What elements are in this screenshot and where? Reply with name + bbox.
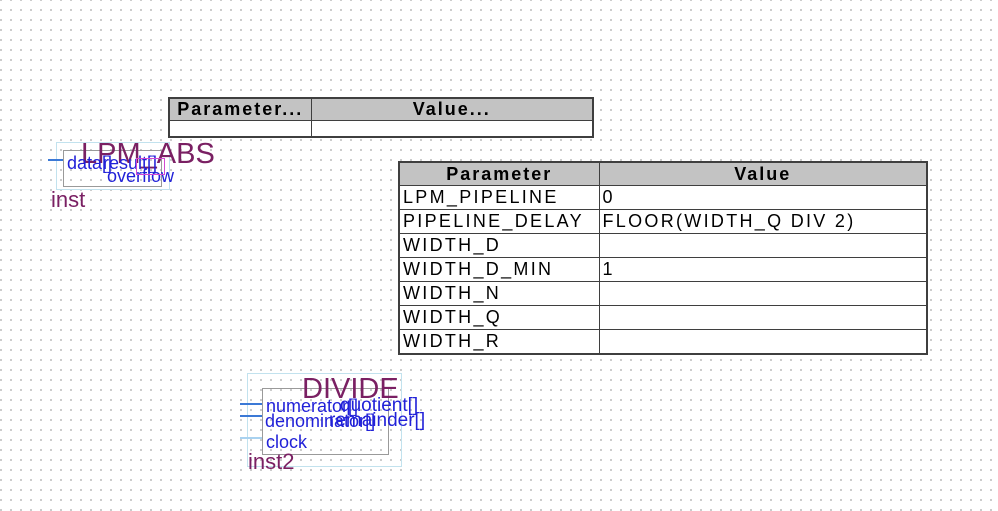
parameter-table-large[interactable]: Parameter Value LPM_PIPELINE 0 PIPELINE_…: [398, 161, 928, 355]
large-table-value-header: Value: [598, 161, 928, 186]
param-name-cell[interactable]: PIPELINE_DELAY: [398, 209, 600, 234]
param-value-cell[interactable]: [598, 233, 928, 258]
table-row[interactable]: PIPELINE_DELAY FLOOR(WIDTH_Q DIV 2): [398, 209, 928, 234]
param-name-cell[interactable]: WIDTH_N: [398, 281, 600, 306]
divide-instance-label[interactable]: inst2: [248, 449, 295, 474]
param-name-cell[interactable]: WIDTH_D_MIN: [398, 257, 600, 282]
lpm-abs-pin-data[interactable]: [48, 159, 63, 161]
lpm-abs-title: LPM_ABS: [81, 138, 215, 170]
lpm-abs-instance-label[interactable]: inst: [51, 187, 86, 212]
table-header-row: Parameter... Value...: [168, 97, 594, 121]
divide-port-quotient-label: quotient[]: [340, 395, 419, 416]
param-value-cell[interactable]: 0: [598, 185, 928, 210]
divide-title: DIVIDE: [302, 373, 399, 405]
table-row[interactable]: WIDTH_Q: [398, 305, 928, 330]
param-value-cell[interactable]: 1: [598, 257, 928, 282]
small-table-value-cell[interactable]: [310, 120, 594, 138]
table-row[interactable]: LPM_PIPELINE 0: [398, 185, 928, 210]
lpm-abs-port-data-label: data[]: [67, 153, 113, 173]
divide-port-clock-label: clock: [266, 432, 308, 452]
table-row[interactable]: [168, 120, 594, 138]
param-name-cell[interactable]: WIDTH_Q: [398, 305, 600, 330]
lpm-abs-bounding-box[interactable]: [56, 142, 170, 190]
divide-port-remainder-label: remainder[]: [329, 410, 426, 431]
divide-bounding-box[interactable]: [247, 373, 402, 467]
divide-port-numerator-label: numerator[]: [266, 396, 359, 416]
table-row[interactable]: WIDTH_D: [398, 233, 928, 258]
large-table-parameter-header: Parameter: [398, 161, 600, 186]
small-table-param-cell[interactable]: [168, 120, 312, 138]
divide-port-denominator-label: denominator[]: [265, 411, 376, 431]
small-table-value-header: Value...: [310, 97, 594, 121]
table-header-row: Parameter Value: [398, 161, 928, 186]
table-row[interactable]: WIDTH_N: [398, 281, 928, 306]
param-name-cell[interactable]: WIDTH_D: [398, 233, 600, 258]
param-value-cell[interactable]: [598, 329, 928, 355]
lpm-abs-body[interactable]: [63, 150, 162, 187]
lpm-abs-port-overflow-label: overflow: [107, 166, 175, 186]
param-value-cell[interactable]: [598, 305, 928, 330]
param-value-cell[interactable]: FLOOR(WIDTH_Q DIV 2): [598, 209, 928, 234]
table-row[interactable]: WIDTH_R: [398, 329, 928, 355]
param-name-cell[interactable]: WIDTH_R: [398, 329, 600, 355]
divide-body[interactable]: [262, 388, 389, 455]
selection-highlight: [136, 158, 165, 175]
divide-pin-denominator[interactable]: [240, 415, 263, 417]
divide-pin-numerator[interactable]: [240, 403, 263, 405]
small-table-parameter-header: Parameter...: [168, 97, 312, 121]
param-value-cell[interactable]: [598, 281, 928, 306]
divide-pin-clock[interactable]: [240, 437, 263, 439]
parameter-table-small[interactable]: Parameter... Value...: [168, 97, 594, 138]
param-name-cell[interactable]: LPM_PIPELINE: [398, 185, 600, 210]
table-row[interactable]: WIDTH_D_MIN 1: [398, 257, 928, 282]
